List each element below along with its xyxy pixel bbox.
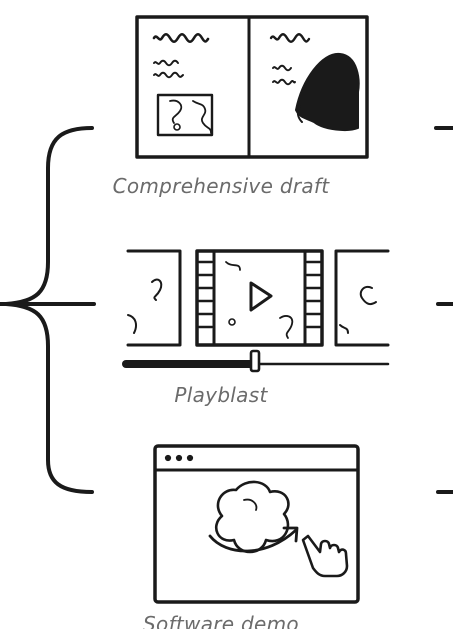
caption-playblast: Playblast [174, 383, 268, 407]
film-strip-play-icon [122, 249, 390, 373]
caption-software-demo: Software demo [143, 612, 299, 629]
software-window-cursor-icon [153, 444, 360, 604]
storyboard-pages-icon [135, 15, 369, 159]
caption-comprehensive-draft: Comprehensive draft [112, 174, 330, 198]
